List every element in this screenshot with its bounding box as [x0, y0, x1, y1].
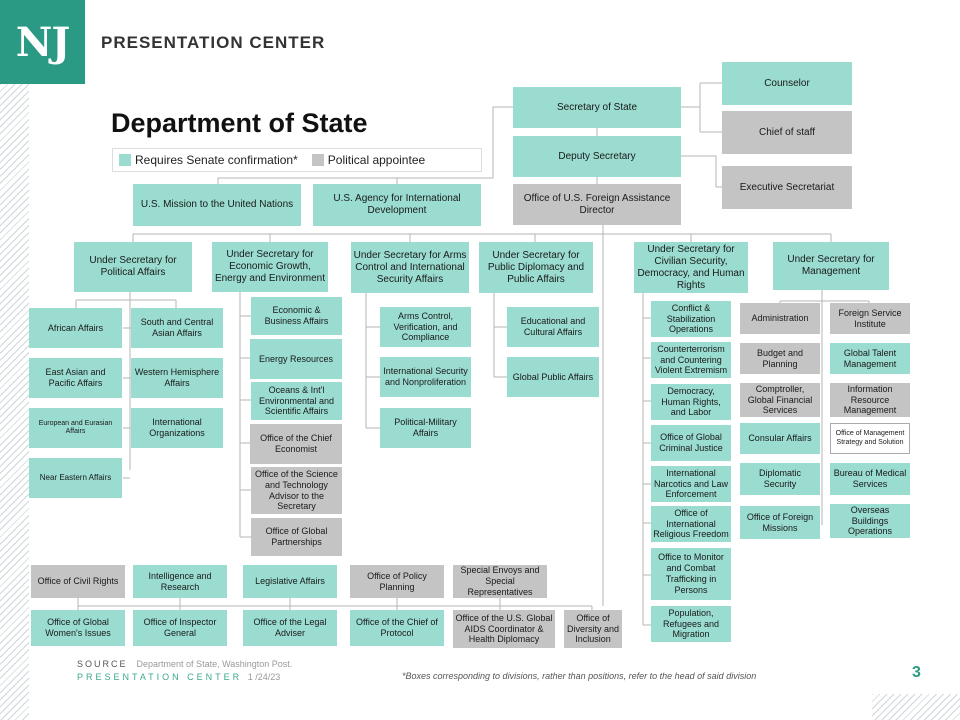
economic-business-box: Economic & Business Affairs	[251, 297, 342, 335]
global-aids-coordinator-box: Office of the U.S. Global AIDS Coordinat…	[453, 610, 555, 648]
information-resource-management-box: Information Resource Management	[830, 383, 910, 417]
western-hemisphere-box: Western Hemisphere Affairs	[131, 358, 223, 398]
religious-freedom-box: Office of International Religious Freedo…	[651, 506, 731, 542]
intelligence-research-box: Intelligence and Research	[133, 565, 227, 598]
administration-box: Administration	[740, 303, 820, 334]
medical-services-box: Bureau of Medical Services	[830, 463, 910, 495]
page-title: Department of State	[111, 108, 368, 138]
under-secretary-political-box: Under Secretary for Political Affairs	[74, 242, 192, 292]
under-secretary-civilian-box: Under Secretary for Civilian Security, D…	[634, 242, 748, 293]
under-secretary-management-box: Under Secretary for Management	[773, 242, 889, 290]
overseas-buildings-box: Overseas Buildings Operations	[830, 504, 910, 538]
consular-affairs-box: Consular Affairs	[740, 423, 820, 454]
footer-source: SOURCE Department of State, Washington P…	[77, 659, 292, 669]
counselor-box: Counselor	[722, 62, 852, 105]
global-womens-issues-box: Office of Global Women's Issues	[31, 610, 125, 646]
narcotics-law-enforcement-box: International Narcotics and Law Enforcem…	[651, 466, 731, 502]
footer-source-label: SOURCE	[77, 659, 128, 669]
chief-economist-box: Office of the Chief Economist	[250, 424, 342, 464]
energy-resources-box: Energy Resources	[250, 339, 342, 379]
science-technology-advisor-box: Office of the Science and Technology Adv…	[251, 467, 342, 514]
footer-presentation-center: PRESENTATION CENTER 1 /24/23	[77, 672, 280, 682]
arms-control-verification-box: Arms Control, Verification, and Complian…	[380, 307, 471, 347]
footer-pc-label: PRESENTATION CENTER	[77, 672, 243, 682]
page-number: 3	[912, 664, 921, 681]
comptroller-box: Comptroller, Global Financial Services	[740, 383, 820, 417]
special-envoys-box: Special Envoys and Special Representativ…	[453, 565, 547, 598]
brand-title: PRESENTATION CENTER	[101, 33, 326, 52]
global-criminal-justice-box: Office of Global Criminal Justice	[651, 425, 731, 461]
nj-logo: NJ	[0, 0, 85, 84]
foreign-assistance-box: Office of U.S. Foreign Assistance Direct…	[513, 184, 681, 225]
international-security-box: International Security and Nonproliferat…	[380, 357, 471, 397]
democracy-human-rights-box: Democracy, Human Rights, and Labor	[651, 384, 731, 420]
political-military-box: Political-Military Affairs	[380, 408, 471, 448]
policy-planning-box: Office of Policy Planning	[350, 565, 444, 598]
south-central-asian-box: South and Central Asian Affairs	[131, 308, 223, 348]
footer-date: 1 /24/23	[247, 672, 281, 682]
population-refugees-box: Population, Refugees and Migration	[651, 606, 731, 642]
legend: Requires Senate confirmation* Political …	[112, 148, 482, 172]
east-asian-pacific-box: East Asian and Pacific Affairs	[29, 358, 122, 398]
under-secretary-arms-box: Under Secretary for Arms Control and Int…	[351, 242, 469, 293]
inspector-general-box: Office of Inspector General	[133, 610, 227, 646]
trafficking-persons-box: Office to Monitor and Combat Trafficking…	[651, 548, 731, 600]
near-eastern-box: Near Eastern Affairs	[29, 458, 122, 498]
usaid-box: U.S. Agency for International Developmen…	[313, 184, 481, 226]
african-affairs-box: African Affairs	[29, 308, 122, 348]
under-secretary-economic-box: Under Secretary for Economic Growth, Ene…	[212, 242, 328, 292]
under-secretary-public-diplomacy-box: Under Secretary for Public Diplomacy and…	[479, 242, 593, 293]
budget-planning-box: Budget and Planning	[740, 343, 820, 374]
legend-senate-label: Requires Senate confirmation*	[135, 153, 298, 167]
deputy-secretary-box: Deputy Secretary	[513, 136, 681, 177]
legislative-affairs-box: Legislative Affairs	[243, 565, 337, 598]
chief-of-staff-box: Chief of staff	[722, 111, 852, 154]
chief-of-protocol-box: Office of the Chief of Protocol	[350, 610, 444, 646]
diplomatic-security-box: Diplomatic Security	[740, 463, 820, 495]
global-talent-management-box: Global Talent Management	[830, 343, 910, 374]
legal-adviser-box: Office of the Legal Adviser	[243, 610, 337, 646]
european-eurasian-box: European and Eurasian Affairs	[29, 408, 122, 448]
counterterrorism-box: Counterterrorism and Countering Violent …	[651, 342, 731, 378]
executive-secretariat-box: Executive Secretariat	[722, 166, 852, 209]
un-mission-box: U.S. Mission to the United Nations	[133, 184, 301, 226]
legend-political-swatch	[311, 154, 324, 166]
civil-rights-box: Office of Civil Rights	[31, 565, 125, 598]
footer-source-value: Department of State, Washington Post.	[136, 659, 293, 669]
management-strategy-box: Office of Management Strategy and Soluti…	[830, 423, 910, 454]
conflict-stabilization-box: Conflict & Stabilization Operations	[651, 301, 731, 337]
educational-cultural-box: Educational and Cultural Affairs	[507, 307, 599, 347]
foreign-service-institute-box: Foreign Service Institute	[830, 303, 910, 334]
bottom-right-hatch-decoration	[872, 694, 960, 720]
global-partnerships-box: Office of Global Partnerships	[251, 518, 342, 556]
secretary-of-state-box: Secretary of State	[513, 87, 681, 128]
oceans-environmental-box: Oceans & Int'l Environmental and Scienti…	[251, 382, 342, 420]
left-hatch-decoration	[0, 84, 29, 720]
global-public-affairs-box: Global Public Affairs	[507, 357, 599, 397]
foreign-missions-box: Office of Foreign Missions	[740, 506, 820, 539]
legend-senate-swatch	[119, 154, 131, 166]
international-organizations-box: International Organizations	[131, 408, 223, 448]
footnote: *Boxes corresponding to divisions, rathe…	[402, 671, 757, 681]
diversity-inclusion-box: Office of Diversity and Inclusion	[564, 610, 622, 648]
legend-political-label: Political appointee	[327, 153, 426, 167]
